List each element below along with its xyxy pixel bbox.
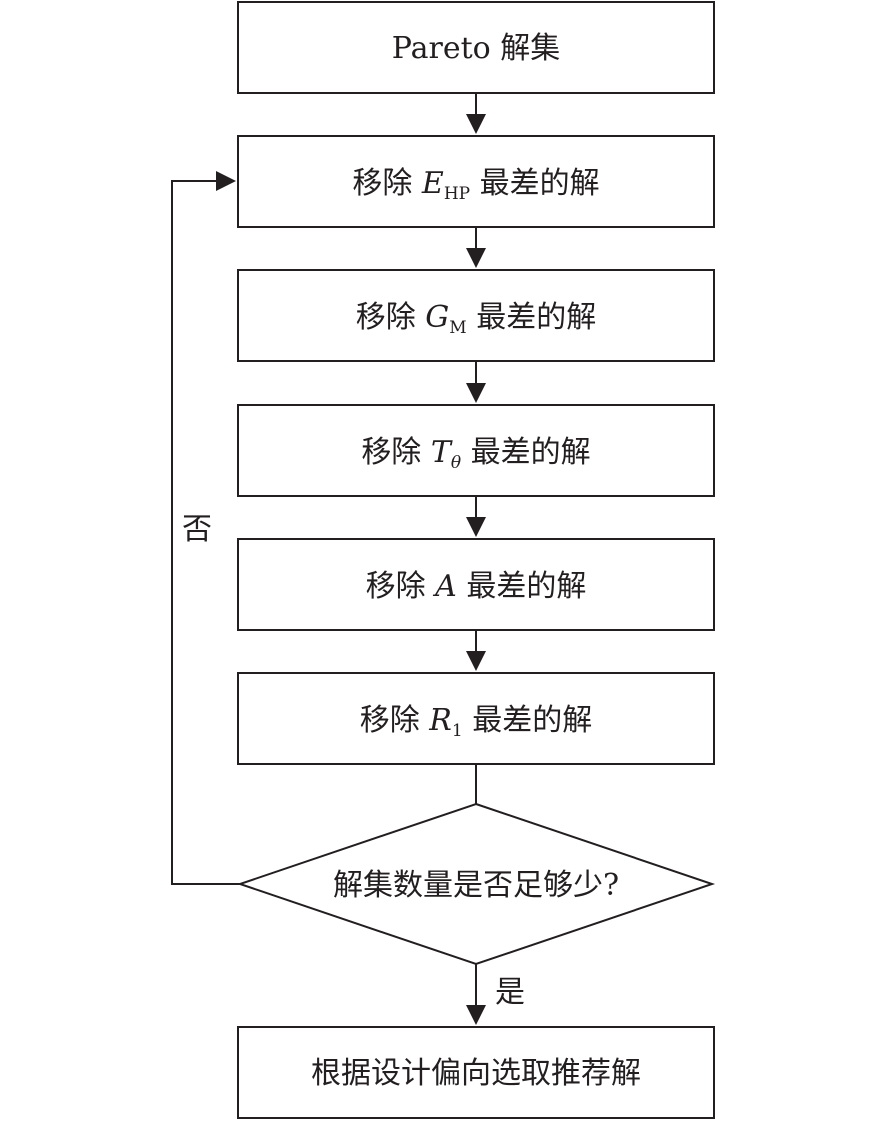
arrowhead-right-icon: [216, 171, 236, 191]
arrowhead-down-icon: [466, 248, 486, 268]
node-remove-a-box: [237, 538, 715, 631]
arrowhead-down-icon: [466, 383, 486, 403]
node-recommend-label: 根据设计偏向选取推荐解: [311, 1056, 641, 1091]
edge-label-no: 否: [182, 512, 212, 547]
arrowhead-down-icon: [466, 517, 486, 537]
arrowhead-down-icon: [466, 651, 486, 671]
node-remove-a-label: 移除 A 最差的解: [366, 569, 587, 604]
arrowhead-down-icon: [466, 1005, 486, 1025]
node-remove-ttheta-label: 移除 Tθ 最差的解: [361, 435, 590, 473]
edge-label-yes: 是: [495, 975, 525, 1010]
node-decision-label: 解集数量是否足够少?: [333, 868, 619, 903]
node-remove-gm-label: 移除 GM 最差的解: [356, 300, 596, 338]
node-remove-r1-box: [237, 672, 715, 765]
edge-decision-loop-back: [171, 180, 240, 885]
node-remove-ehp-label: 移除 EHP 最差的解: [352, 166, 599, 204]
node-pareto-box: [237, 1, 715, 94]
node-recommend-box: [237, 1026, 715, 1119]
node-pareto-label: Pareto 解集: [392, 31, 560, 66]
arrowhead-down-icon: [466, 114, 486, 134]
node-remove-ttheta-box: [237, 404, 715, 497]
node-remove-gm-box: [237, 269, 715, 362]
node-remove-ehp-box: [237, 135, 715, 228]
node-remove-r1-label: 移除 R1 最差的解: [360, 703, 593, 741]
